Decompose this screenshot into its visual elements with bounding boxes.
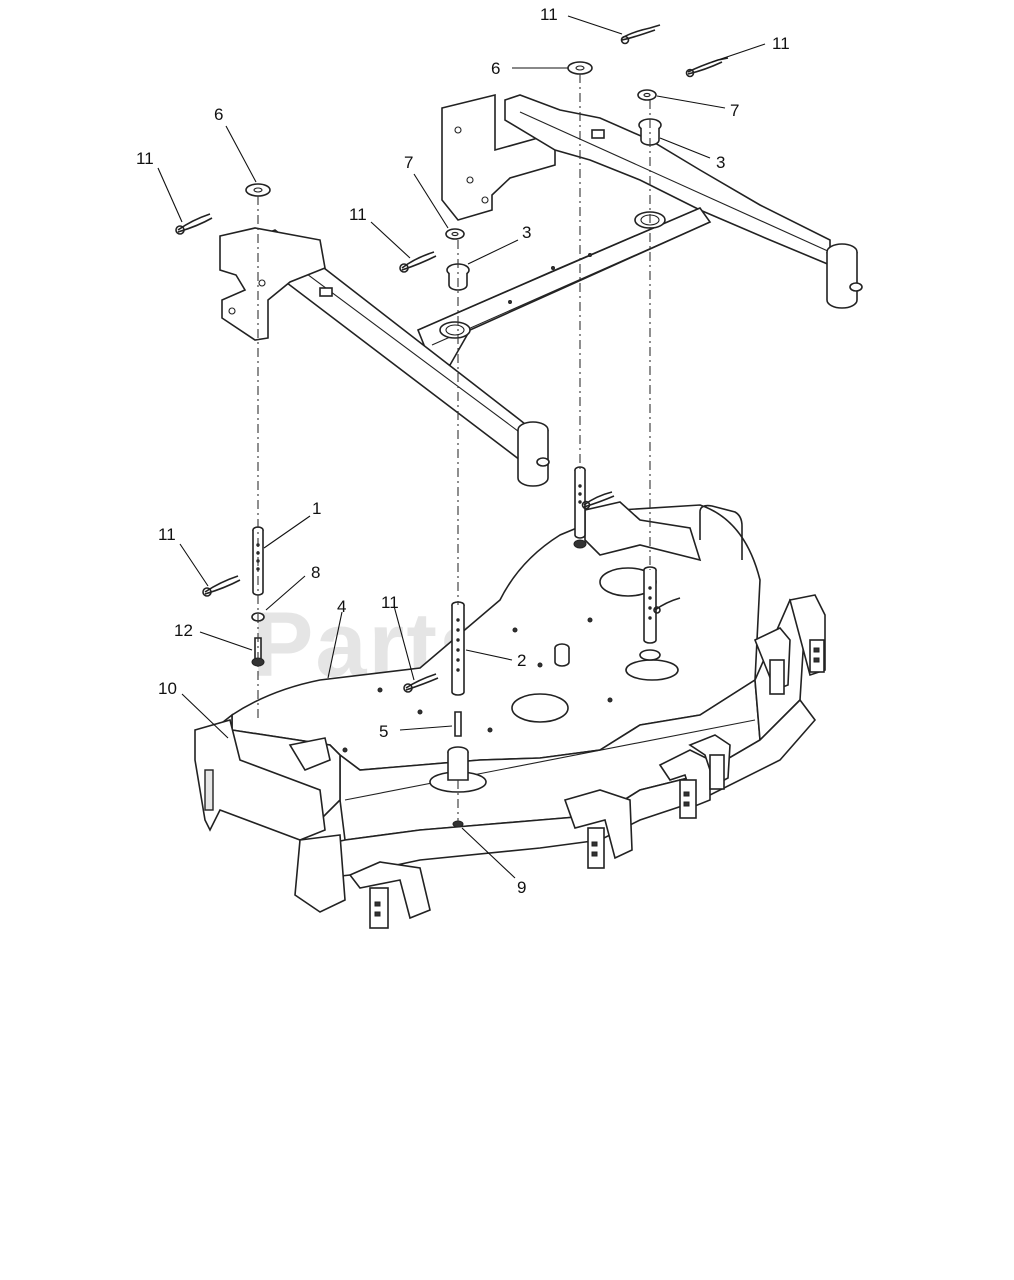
stud-12 (251, 637, 265, 667)
bolt-hole (454, 126, 462, 134)
left-mount-bracket (219, 227, 326, 341)
spindle-hole-left (511, 693, 569, 723)
lift-frame (219, 93, 863, 487)
height-adjust-slot (204, 769, 214, 811)
hairpin-clip-icon (175, 213, 213, 235)
left-pivot-tube (517, 421, 550, 487)
left-top-bracket (288, 737, 331, 771)
washer-6-right (567, 61, 593, 75)
callout-3: 3 (716, 153, 725, 172)
hairpin-clip-icon (581, 491, 615, 510)
deck-center-post (554, 643, 570, 667)
callout-2: 2 (517, 651, 526, 670)
right-pivot-tube (826, 243, 863, 309)
callout-5: 5 (379, 722, 388, 741)
left-anti-scalp-bracket (294, 834, 346, 913)
callout-6: 6 (214, 105, 223, 124)
right-spindle-base (625, 659, 679, 681)
callout-10: 10 (158, 679, 177, 698)
callout-12: 12 (174, 621, 193, 640)
hairpin-clip-icon (202, 575, 241, 597)
callout-7: 7 (730, 101, 739, 120)
height-adjust-rod-right (639, 566, 661, 661)
bolt-hole (466, 176, 474, 184)
washer-7-left (445, 228, 465, 240)
hairpin-clip-icon (653, 597, 681, 614)
callout-8: 8 (311, 563, 320, 582)
frame-socket-front (439, 321, 471, 339)
callout-labels: 11 11 6 7 3 6 11 7 11 3 1 11 8 4 11 12 2… (136, 5, 790, 897)
rear-mount-plate (441, 93, 556, 221)
hairpin-clip-icon (620, 24, 661, 45)
leader-lines (157, 15, 766, 879)
hairpin-clip-icon (685, 57, 729, 78)
callout-11: 11 (540, 5, 558, 24)
callout-11: 11 (381, 593, 399, 612)
clip-slot (319, 287, 333, 297)
clip-slot (591, 129, 605, 139)
callout-9: 9 (517, 878, 526, 897)
hairpin-clip-icon (403, 673, 439, 693)
callout-6: 6 (491, 59, 500, 78)
callout-11: 11 (136, 149, 154, 168)
deck-bottom-lip (299, 698, 817, 881)
callout-4: 4 (337, 597, 346, 616)
height-adjust-rod-2 (451, 601, 465, 696)
callout-7: 7 (404, 153, 413, 172)
washer-7-right (637, 89, 657, 101)
callout-11: 11 (772, 34, 790, 53)
front-baffle-tabs (348, 594, 826, 929)
callout-1: 1 (312, 499, 321, 518)
callout-3: 3 (522, 223, 531, 242)
height-adjust-rod-rear (573, 466, 587, 549)
callout-11: 11 (349, 205, 367, 224)
bolt-hole (481, 196, 489, 204)
belt-cover-bracket (584, 501, 702, 562)
washer-6-left (245, 183, 271, 197)
callout-11: 11 (158, 525, 176, 544)
deck-handle (699, 504, 743, 560)
alignment-lines (257, 74, 651, 822)
mower-deck (194, 501, 826, 929)
pin-5 (454, 711, 462, 737)
hairpin-clip-icon (399, 251, 437, 273)
